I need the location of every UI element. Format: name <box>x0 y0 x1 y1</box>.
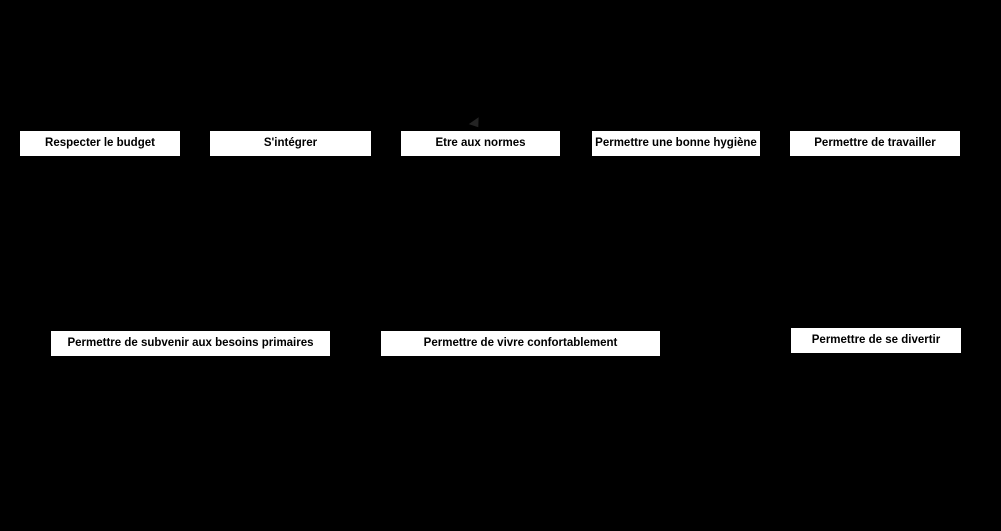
node-respecter-le-budget: Respecter le budget <box>20 131 180 156</box>
node-permettre-une-bonne-hygiene: Permettre une bonne hygiène <box>592 131 760 156</box>
node-s-integrer: S'intégrer <box>210 131 371 156</box>
node-permettre-de-vivre-confortablement: Permettre de vivre confortablement <box>381 331 660 356</box>
node-etre-aux-normes: Etre aux normes <box>401 131 560 156</box>
node-permettre-de-subvenir-aux-besoins-primaires: Permettre de subvenir aux besoins primai… <box>51 331 330 356</box>
arrowhead-icon <box>468 117 484 131</box>
node-permettre-de-travailler: Permettre de travailler <box>790 131 960 156</box>
node-permettre-de-se-divertir: Permettre de se divertir <box>791 328 961 353</box>
